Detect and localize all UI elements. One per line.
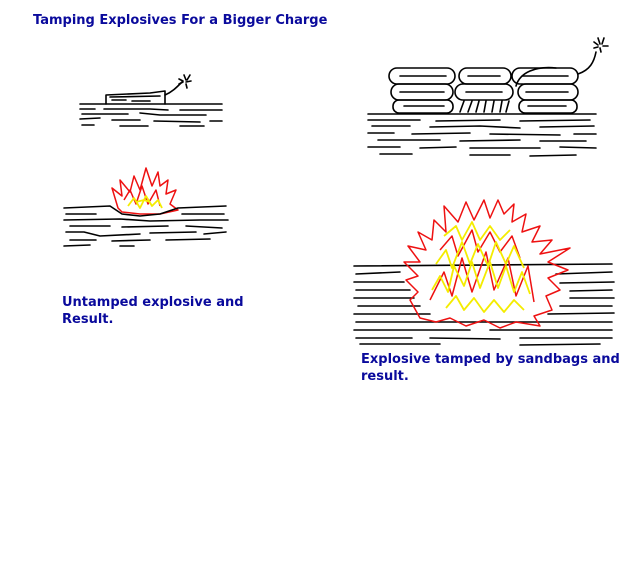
page-title: Tamping Explosives For a Bigger Charge [33,13,328,28]
small-flame-inner [127,195,163,209]
untamped-caption: Untamped explosive and Result. [62,295,244,327]
big-flame-inner [431,221,531,313]
big-flame-outer [403,199,571,329]
ground-lines-4 [353,263,615,346]
ground-lines [79,103,223,127]
fuse-spark [593,37,609,53]
tamped-caption: Explosive tamped by sandbags and result. [361,352,620,384]
tamped-explosive-drawing [367,37,609,157]
untamped-explosive-drawing [79,74,223,127]
tamped-charge [459,100,510,113]
small-flame-outer [111,167,179,215]
tamped-result-drawing [353,199,615,346]
ground-lines-3 [367,113,597,157]
sandbag [392,99,454,114]
fuse [577,51,597,75]
sandbag [518,99,578,114]
sandbag [454,83,514,101]
untamped-result-drawing [63,167,229,247]
ground-lines-2 [63,205,229,247]
fuse-spark [178,74,192,89]
